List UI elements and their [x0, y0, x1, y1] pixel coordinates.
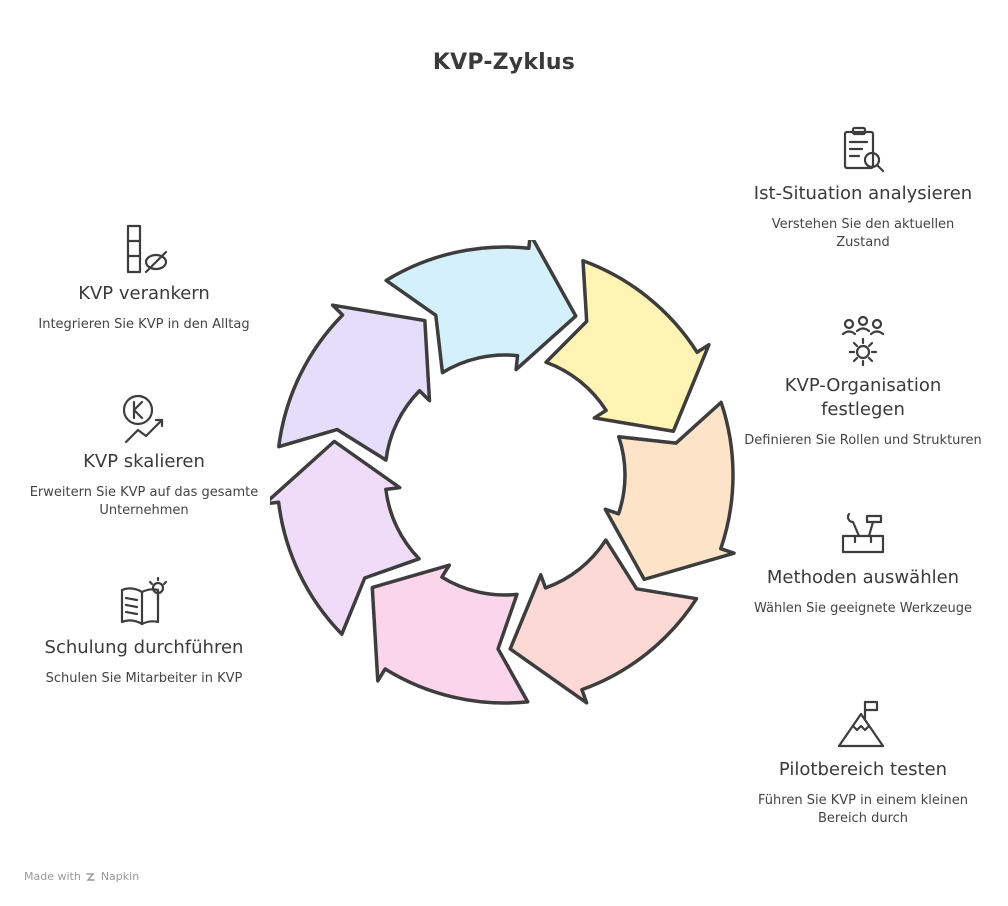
- step-kvp-verankern: KVP verankern Integrieren Sie KVP in den…: [24, 222, 264, 334]
- toolbox-icon: [841, 512, 885, 554]
- step-heading: KVP skalieren: [83, 451, 205, 472]
- step-description: Definieren Sie Rollen und Strukturen: [744, 433, 982, 448]
- footer-credit: Made with Napkin: [24, 870, 139, 883]
- cycle-arrow-1: [544, 259, 711, 433]
- footer-made-with: Made with: [24, 870, 81, 883]
- step-description: Führen Sie KVP in einem kleinen Bereich …: [758, 793, 968, 826]
- cycle-arrow-7: [384, 240, 578, 375]
- cycle-arrow-2: [603, 400, 736, 582]
- growth-chart-icon: [122, 394, 164, 444]
- cycle-arrow-4: [370, 563, 530, 705]
- mountain-flag-icon: [837, 700, 885, 748]
- step-heading: KVP verankern: [78, 283, 210, 304]
- step-kvp-skalieren: KVP skalieren Erweitern Sie KVP auf das …: [24, 390, 264, 520]
- cycle-ring: [270, 240, 736, 705]
- step-description: Wählen Sie geeignete Werkzeuge: [753, 601, 973, 616]
- step-pilotbereich: Pilotbereich testen Führen Sie KVP in ei…: [743, 698, 983, 828]
- step-heading: Ist-Situation analysieren: [753, 183, 973, 204]
- step-schulung: Schulung durchführen Schulen Sie Mitarbe…: [24, 576, 264, 688]
- cycle-arrow-6: [277, 303, 432, 462]
- step-description: Verstehen Sie den aktuellen Zustand: [771, 217, 955, 250]
- step-heading: KVP-Organisation festlegen: [784, 375, 942, 420]
- cycle-arrow-5: [270, 439, 421, 636]
- book-lightbulb-icon: [120, 576, 168, 626]
- step-methoden: Methoden auswählen Wählen Sie geeignete …: [743, 506, 983, 618]
- step-description: Erweitern Sie KVP auf das gesamte Untern…: [29, 485, 259, 518]
- step-heading: Pilotbereich testen: [778, 759, 948, 780]
- step-heading: Schulung durchführen: [44, 637, 244, 658]
- step-ist-situation: Ist-Situation analysieren Verstehen Sie …: [743, 122, 983, 252]
- diagram-title: KVP-Zyklus: [432, 50, 576, 75]
- anchor-bars-icon: [126, 224, 168, 274]
- step-heading: Methoden auswählen: [766, 567, 960, 588]
- napkin-logo-icon: [86, 872, 95, 881]
- step-kvp-organisation: KVP-Organisation festlegen Definieren Si…: [743, 314, 983, 450]
- clipboard-search-icon: [843, 126, 885, 173]
- cycle-arrow-3: [508, 538, 699, 705]
- step-description: Schulen Sie Mitarbeiter in KVP: [45, 671, 243, 686]
- step-description: Integrieren Sie KVP in den Alltag: [38, 317, 250, 332]
- footer-brand: Napkin: [100, 870, 140, 883]
- team-gear-icon: [841, 315, 885, 367]
